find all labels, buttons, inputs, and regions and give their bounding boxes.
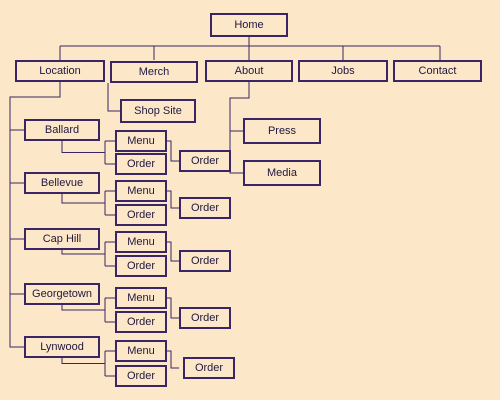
node-location-label: Bellevue <box>40 177 84 189</box>
node-order-bellevue[interactable]: Order <box>115 204 167 226</box>
node-home[interactable]: Home <box>210 13 288 37</box>
connector-line <box>167 140 179 162</box>
node-order-label: Order <box>126 316 156 328</box>
node-media[interactable]: Media <box>243 160 321 186</box>
node-about[interactable]: About <box>205 60 293 82</box>
node-order-cap-hill[interactable]: Order <box>115 255 167 277</box>
node-contact-label: Contact <box>418 65 457 77</box>
node-location-georgetown[interactable]: Georgetown <box>24 283 100 305</box>
node-menu-ballard[interactable]: Menu <box>115 130 167 152</box>
connector-line <box>107 83 120 112</box>
connector-line <box>61 141 105 153</box>
connector-line <box>167 350 179 369</box>
connector-line <box>61 194 105 204</box>
node-order-label: Order <box>126 260 156 272</box>
node-merch[interactable]: Merch <box>110 61 198 83</box>
node-menu-label: Menu <box>127 236 155 248</box>
connector-line <box>229 131 243 174</box>
node-menu-lynwood[interactable]: Menu <box>115 340 167 362</box>
connector-line <box>61 358 105 364</box>
node-order-lynwood[interactable]: Order <box>115 365 167 387</box>
node-order-result-cap-hill[interactable]: Order <box>179 250 231 272</box>
node-menu-georgetown[interactable]: Menu <box>115 287 167 309</box>
node-location-label: Georgetown <box>32 288 92 300</box>
node-jobs[interactable]: Jobs <box>298 60 388 82</box>
node-location-lynwood[interactable]: Lynwood <box>24 336 100 358</box>
node-contact[interactable]: Contact <box>393 60 482 82</box>
node-order-result-label: Order <box>190 312 220 324</box>
node-order-label: Order <box>126 158 156 170</box>
node-menu-label: Menu <box>127 135 155 147</box>
node-order-result-georgetown[interactable]: Order <box>179 307 231 329</box>
node-menu-cap-hill[interactable]: Menu <box>115 231 167 253</box>
node-order-label: Order <box>126 370 156 382</box>
node-order-label: Order <box>126 209 156 221</box>
node-media-label: Media <box>267 167 297 179</box>
node-order-result-ballard[interactable]: Order <box>179 150 231 172</box>
node-shop-site-label: Shop Site <box>134 105 182 117</box>
node-order-result-label: Order <box>190 255 220 267</box>
connector-line <box>61 305 105 311</box>
node-location-label: Lynwood <box>40 341 84 353</box>
connector-line <box>61 250 105 255</box>
node-location-label: Location <box>39 65 81 77</box>
connector-line <box>229 82 250 132</box>
node-location-label: Ballard <box>44 124 80 136</box>
connector-line <box>167 297 179 319</box>
node-order-result-label: Order <box>194 362 224 374</box>
node-location[interactable]: Location <box>15 60 105 82</box>
node-order-ballard[interactable]: Order <box>115 153 167 175</box>
node-menu-label: Menu <box>127 292 155 304</box>
node-press-label: Press <box>267 125 297 137</box>
node-home-label: Home <box>234 19 264 31</box>
connector-line <box>167 190 179 209</box>
node-order-georgetown[interactable]: Order <box>115 311 167 333</box>
node-location-label: Cap Hill <box>42 233 82 245</box>
node-menu-label: Menu <box>127 345 155 357</box>
node-order-result-lynwood[interactable]: Order <box>183 357 235 379</box>
node-location-ballard[interactable]: Ballard <box>24 119 100 141</box>
node-menu-label: Menu <box>127 185 155 197</box>
node-order-result-label: Order <box>190 202 220 214</box>
node-order-result-label: Order <box>190 155 220 167</box>
node-location-cap-hill[interactable]: Cap Hill <box>24 228 100 250</box>
connector-line <box>167 241 179 262</box>
node-merch-label: Merch <box>138 66 170 78</box>
node-jobs-label: Jobs <box>331 65 355 77</box>
node-menu-bellevue[interactable]: Menu <box>115 180 167 202</box>
node-shop-site[interactable]: Shop Site <box>120 99 196 123</box>
node-order-result-bellevue[interactable]: Order <box>179 197 231 219</box>
node-about-label: About <box>234 65 264 77</box>
connector-line <box>9 82 61 348</box>
node-location-bellevue[interactable]: Bellevue <box>24 172 100 194</box>
node-press[interactable]: Press <box>243 118 321 144</box>
